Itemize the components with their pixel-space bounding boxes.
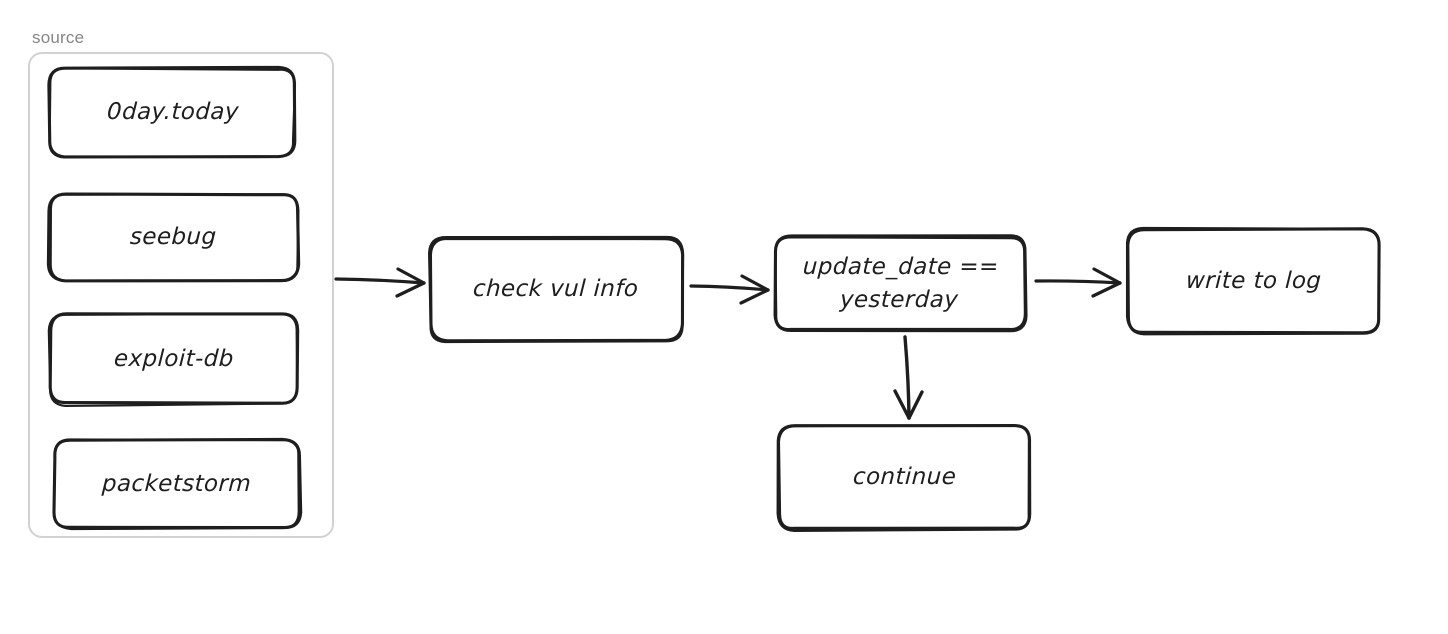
arrow-edge-check-to-update[interactable] [689, 274, 770, 305]
node-source-seebug[interactable]: seebug [46, 192, 301, 283]
node-source-exploit-db[interactable]: exploit-db [47, 312, 300, 408]
node-source-packetstorm[interactable]: packetstorm [52, 437, 303, 531]
node-label-source-0day-today: 0day.today [105, 98, 240, 125]
node-update-date-check[interactable]: update_date == yesterday [773, 234, 1028, 333]
node-label-update-date-check: update_date == yesterday [802, 253, 1000, 313]
node-check-vul-info[interactable]: check vul info [428, 235, 685, 344]
node-source-0day-today[interactable]: 0day.today [47, 65, 297, 159]
arrow-edge-source-to-check[interactable] [334, 267, 426, 298]
source-group-frame[interactable] [28, 52, 334, 538]
group-label-source: source [32, 28, 85, 47]
node-continue[interactable]: continue [776, 424, 1032, 533]
node-label-source-exploit-db: exploit-db [112, 345, 235, 372]
node-label-source-packetstorm: packetstorm [101, 471, 253, 497]
node-write-to-log[interactable]: write to log [1125, 226, 1381, 336]
node-label-write-to-log: write to log [1185, 267, 1323, 294]
arrow-edge-update-to-continue[interactable] [893, 335, 924, 420]
node-label-source-seebug: seebug [129, 223, 218, 250]
node-label-check-vul-info: check vul info [472, 275, 640, 302]
node-label-continue: continue [852, 464, 958, 490]
arrow-edge-update-to-write[interactable] [1034, 267, 1122, 298]
